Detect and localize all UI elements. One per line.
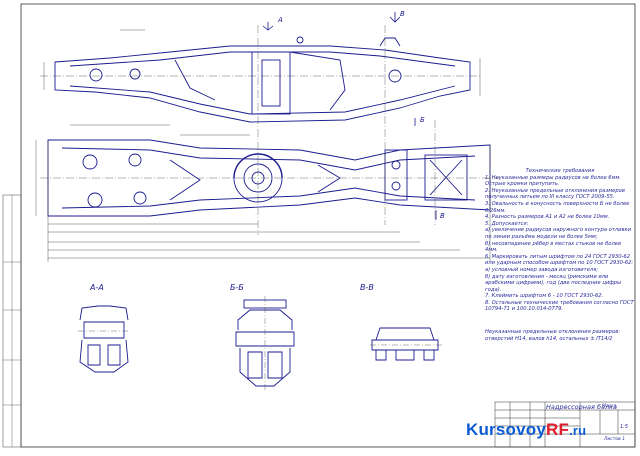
note-12: 7. Клеймить шрифтом 6 - 10 ГОСТ 2930-62. — [485, 293, 604, 300]
notes-extra: Неуказанные предельные отклонения размер… — [485, 329, 621, 342]
watermark-logo: KursovoyRF.ru — [466, 420, 587, 439]
note-5: 4. Разность размеров А1 и А2 не более 10… — [485, 214, 610, 221]
part-name: Надрессорная балка — [546, 403, 618, 411]
note-11: б) дату изготовления - месяц (римскими и… — [485, 273, 622, 293]
mass-label: Масса — [602, 404, 617, 409]
marker-a: А — [277, 16, 283, 24]
note-10: а) условный номер завода изготовителя; — [485, 266, 599, 273]
note-1: 1. Неуказанные размеры радиусов не более… — [485, 174, 622, 181]
section-b-view — [235, 296, 295, 392]
marker-c-lower: В — [440, 212, 445, 220]
note-7: а) увеличение радиусов наружного контура… — [485, 227, 632, 240]
section-marks — [262, 12, 437, 220]
section-c-view — [370, 327, 442, 361]
section-a-view — [78, 305, 130, 373]
marker-c: В — [400, 10, 405, 18]
note-13: 8. Остальные технические требования согл… — [485, 299, 634, 313]
note-4: 3. Овальность и конусность поверхности Б… — [485, 200, 630, 214]
section-c-label: В-В — [360, 283, 374, 292]
note-6: 5. Допускается: — [485, 220, 529, 227]
dimension-lines — [35, 29, 491, 262]
technical-requirements: Технические требования 1. Неуказанные ра… — [485, 168, 635, 342]
section-b-label: Б-Б — [230, 283, 244, 292]
note-8: б) несовпадение рёбер в местах стыков не… — [485, 240, 622, 254]
front-elevation — [54, 36, 471, 123]
note-9: 6. Маркировать литым шрифтом по 24 ГОСТ … — [485, 253, 634, 267]
marker-b: Б — [420, 116, 425, 124]
section-a-label: А-А — [89, 283, 104, 292]
center-lines — [40, 25, 500, 235]
title-block — [494, 401, 636, 448]
notes-title: Технические требования — [525, 168, 595, 174]
note-2: Острые кромки притупить. — [485, 181, 560, 188]
note-3: 2. Неуказанные предельные отклонения раз… — [485, 187, 625, 201]
sheets-count: Листов 1 — [604, 437, 626, 442]
scale: 1:5 — [620, 424, 629, 430]
